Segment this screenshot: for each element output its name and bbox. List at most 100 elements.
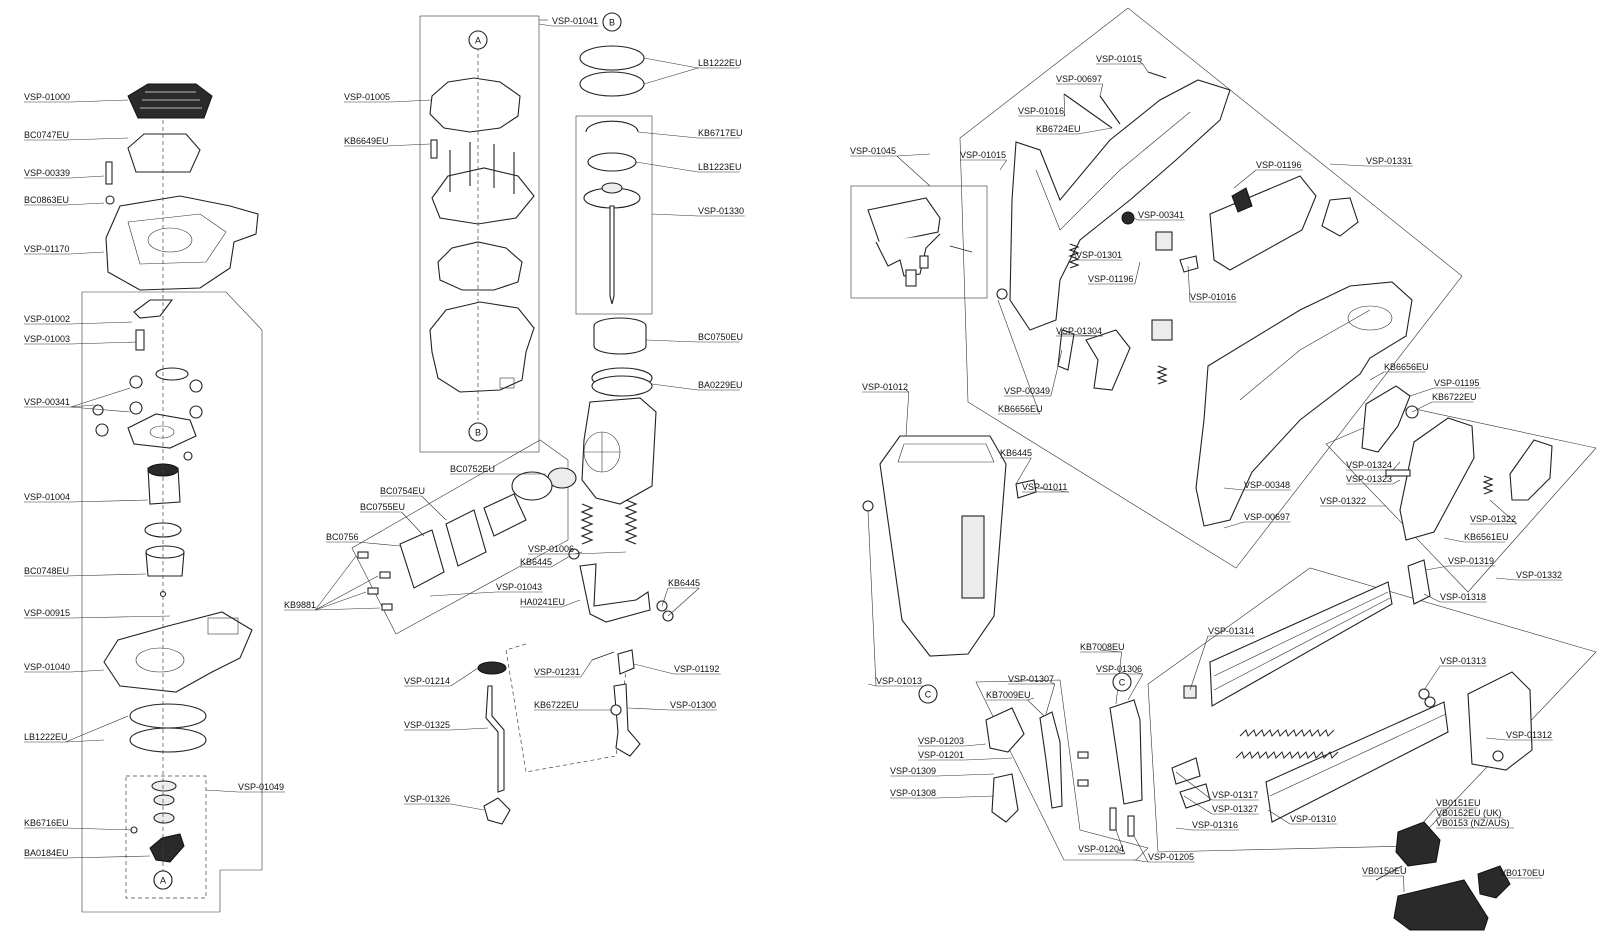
- leader-line: [66, 203, 104, 205]
- leader-line: [71, 388, 130, 407]
- part-label: VSP-01015: [1096, 54, 1142, 64]
- svg-text:C: C: [1119, 678, 1126, 688]
- part-label: VSP-01304: [1056, 326, 1102, 336]
- leader-line: [634, 664, 674, 674]
- part-label: VSP-01170: [24, 244, 69, 254]
- leader-line: [71, 670, 104, 672]
- part-label: VSP-01314: [1208, 626, 1254, 636]
- part-label: VSP-01045: [850, 146, 896, 156]
- part-label: VSP-01322: [1320, 496, 1366, 506]
- part-label: VSP-01000: [24, 92, 70, 102]
- circle-marker-c: C: [919, 685, 937, 703]
- part-label: VSP-01307: [1008, 674, 1054, 684]
- part-label: KB6716EU: [24, 818, 69, 828]
- part-label: KB6722EU: [1432, 392, 1477, 402]
- leader-line: [1134, 860, 1148, 862]
- svg-text:A: A: [475, 36, 481, 46]
- leader-line: [965, 758, 1012, 760]
- leader-line: [71, 342, 136, 344]
- part-label: KB7009EU: [986, 690, 1031, 700]
- part-label: BC0863EU: [24, 195, 69, 205]
- leader-line: [1370, 372, 1384, 380]
- part-label: KB6445: [668, 578, 700, 588]
- part-label: BA0229EU: [698, 380, 743, 390]
- part-label: VSP-01002: [24, 314, 70, 324]
- part-label: BA0184EU: [24, 848, 69, 858]
- leader-line: [897, 156, 930, 186]
- part-label: KB6656EU: [998, 404, 1043, 414]
- leader-line: [897, 154, 930, 156]
- leader-line: [636, 162, 698, 172]
- leader-line: [71, 500, 148, 502]
- leader-line: [1234, 170, 1256, 188]
- part-label: VSP-01308: [890, 788, 936, 798]
- part-label: VSP-01203: [918, 736, 964, 746]
- leader-line: [644, 68, 698, 84]
- leader-line: [1224, 522, 1244, 528]
- leader-line: [451, 804, 484, 810]
- leader-line: [551, 556, 570, 567]
- leader-line: [1393, 462, 1400, 470]
- part-label: VSP-01204: [1078, 844, 1124, 854]
- leader-line: [937, 796, 994, 798]
- leader-line: [451, 668, 478, 686]
- leader-line: [868, 684, 876, 686]
- part-label: VB0170EU: [1500, 868, 1545, 878]
- part-label: VSP-01195: [1434, 378, 1479, 388]
- part-label: VSP-01016: [1190, 292, 1236, 302]
- leader-line: [1135, 262, 1140, 284]
- svg-text:A: A: [160, 876, 166, 886]
- leader-line: [402, 512, 424, 536]
- leader-line: [868, 510, 876, 686]
- svg-text:B: B: [609, 18, 615, 28]
- part-label: KB7008EU: [1080, 642, 1125, 652]
- leader-line: [71, 176, 104, 178]
- leader-line: [206, 790, 238, 792]
- part-label: VSP-01309: [890, 766, 936, 776]
- leader-line: [66, 716, 128, 742]
- part-label: KB6724EU: [1036, 124, 1081, 134]
- part-label: VSP-01317: [1212, 790, 1258, 800]
- part-label: VSP-01332: [1516, 570, 1562, 580]
- leader-line: [1190, 636, 1208, 690]
- part-label: VSP-00697: [1056, 74, 1102, 84]
- part-label: VSP-01326: [404, 794, 450, 804]
- part-label: VSP-01003: [24, 334, 70, 344]
- part-label: VSP-01196: [1256, 160, 1301, 170]
- leader-line: [581, 660, 592, 677]
- part-label: VSP-01201: [918, 750, 964, 760]
- leader-line: [644, 58, 698, 68]
- leader-line: [1393, 480, 1400, 484]
- part-label: BC0747EU: [24, 130, 69, 140]
- part-label: VB0151EU: [1436, 798, 1481, 808]
- part-label: KB6445: [1000, 448, 1032, 458]
- part-label: VSP-00341: [24, 397, 70, 407]
- leader-line: [628, 708, 670, 710]
- part-label: VSP-00339: [24, 168, 70, 178]
- leader-line: [575, 552, 626, 554]
- part-label: KB6561EU: [1464, 532, 1509, 542]
- leader-line: [1100, 84, 1103, 96]
- part-label: BC0754EU: [380, 486, 425, 496]
- part-label: VSP-01306: [1096, 664, 1142, 674]
- leader-line: [1064, 94, 1065, 116]
- part-label: VSP-01330: [698, 206, 744, 216]
- part-label: VSP-01322: [1470, 514, 1516, 524]
- part-label: VSP-01013: [876, 676, 922, 686]
- part-label: VSP-00348: [1244, 480, 1290, 490]
- circle-marker-b: B: [469, 423, 487, 441]
- part-label: VSP-01313: [1440, 656, 1486, 666]
- part-label: VSP-01004: [24, 492, 70, 502]
- part-label: VSP-01231: [534, 667, 580, 677]
- part-label: VSP-01006: [528, 544, 574, 554]
- leader-line: [652, 384, 698, 390]
- svg-text:C: C: [925, 690, 932, 700]
- leader-line: [66, 856, 150, 858]
- part-label: BC0756: [326, 532, 359, 542]
- leader-line: [315, 592, 366, 610]
- part-label: VSP-01049: [238, 782, 284, 792]
- leader-line: [1078, 128, 1112, 134]
- leader-line: [357, 542, 400, 546]
